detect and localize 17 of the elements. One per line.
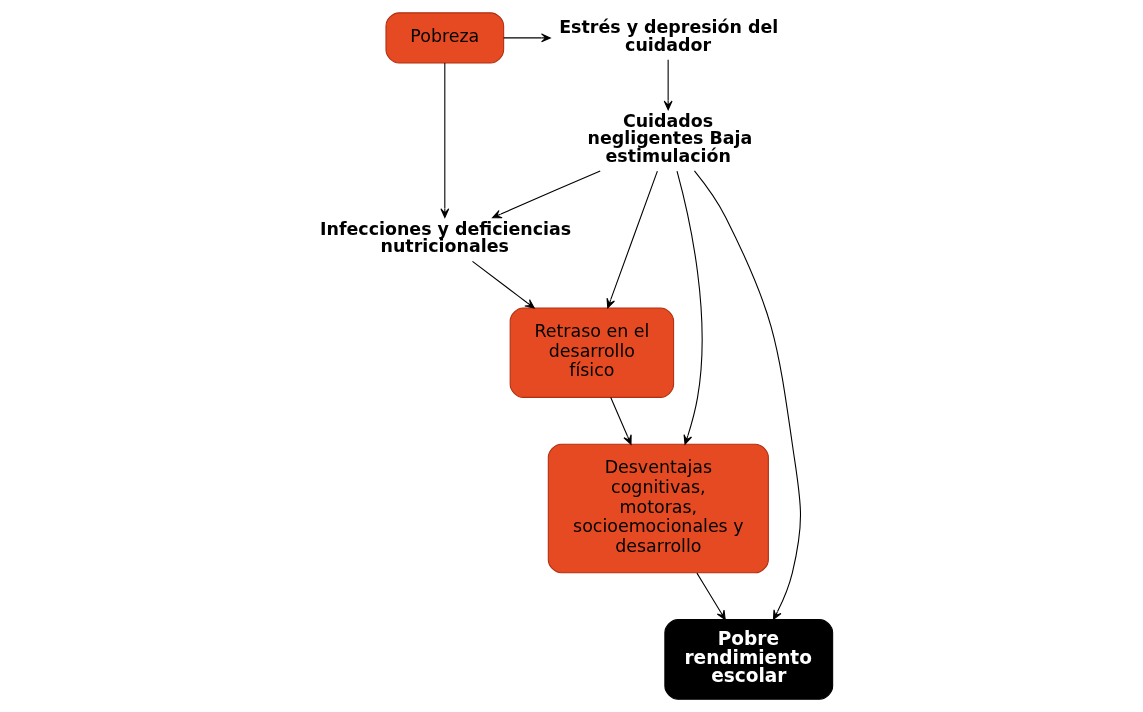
node-text: Infecciones y deficiencias nutricionales	[319, 218, 571, 257]
arrow	[663, 59, 673, 111]
arrow	[491, 170, 601, 219]
node-box: Pobreza	[384, 12, 504, 64]
arrow	[502, 33, 551, 43]
node-text: Estrés y depresión del cuidador	[558, 17, 778, 55]
node-box: Retraso en el desarrollo físico	[509, 307, 674, 398]
arrow	[606, 170, 658, 309]
node-text: Cuidados negligentes Baja estimulación	[587, 111, 752, 166]
arrow	[695, 572, 726, 621]
node-box: Pobre rendimiento escolar	[663, 619, 833, 700]
arrow	[471, 260, 535, 309]
arrow	[609, 396, 632, 445]
arrow	[693, 170, 801, 620]
node-box: Desventajas cognitivas, motoras, socioemocionales y desarrollo	[547, 443, 769, 574]
arrow	[676, 170, 703, 445]
arrow	[439, 62, 449, 219]
